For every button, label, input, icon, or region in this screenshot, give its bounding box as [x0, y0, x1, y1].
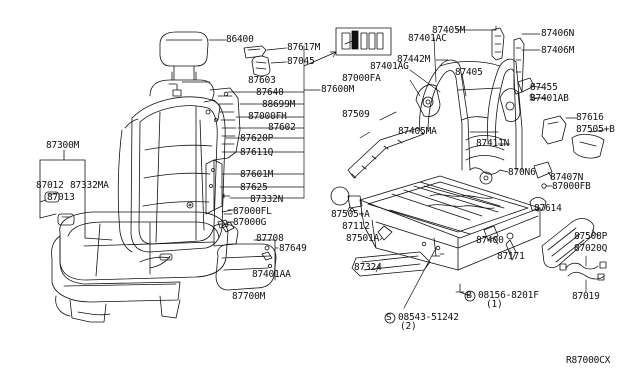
- callout-87332N: 87332N: [250, 194, 284, 205]
- callout-87300M: 87300M: [46, 140, 80, 151]
- headrest-group: [159, 31, 287, 81]
- callout-08543-qty: (2): [400, 321, 417, 332]
- callout-87625: 87625: [240, 182, 268, 193]
- callout-87455: 87455: [530, 82, 558, 93]
- callout-87505B: 87505+B: [576, 124, 615, 135]
- callout-87401AC: 87401AC: [408, 33, 447, 44]
- callout-08156-8201F: 08156-8201F: [478, 290, 539, 301]
- callout-87000FH: 87000FH: [248, 111, 287, 122]
- callout-87617M: 87617M: [287, 42, 321, 53]
- callout-87505A: 87505+A: [331, 209, 370, 220]
- callout-87442M: 87442M: [397, 54, 431, 65]
- callout-08156-qty: (1): [486, 299, 503, 310]
- callout-87112: 87112: [342, 221, 370, 232]
- bolt-symbol-b: B: [466, 291, 473, 301]
- callout-87611Q: 87611Q: [240, 147, 274, 158]
- callout-87501A: 87501A: [346, 233, 380, 244]
- callout-87406M: 87406M: [541, 45, 575, 56]
- callout-87411N: 87411N: [476, 138, 510, 149]
- callout-87401AB: 87401AB: [530, 93, 569, 104]
- callout-87708: 87708: [256, 233, 284, 244]
- callout-87045: 87045: [287, 56, 315, 67]
- callout-87616: 87616: [576, 112, 604, 123]
- seat-frame-illustration: [330, 27, 607, 293]
- callout-88699M: 88699M: [262, 99, 296, 110]
- back-frame-group: [168, 83, 241, 231]
- callout-87324: 87324: [354, 262, 382, 273]
- diagram-reference-code: R87000CX: [566, 355, 611, 366]
- callout-87601M: 87601M: [240, 169, 274, 180]
- callout-87332MA: 87332MA: [70, 180, 109, 191]
- callout-87602: 87602: [268, 122, 296, 133]
- bolt-symbol-s: S: [386, 313, 392, 323]
- callout-870N6: 870N6: [508, 167, 536, 178]
- callout-87405: 87405: [455, 67, 483, 78]
- callout-86400: 86400: [226, 34, 254, 45]
- callout-87000G: 87000G: [233, 217, 267, 228]
- complete-seat-illustration: [51, 71, 239, 323]
- callout-87013: 87013: [47, 192, 75, 203]
- callout-87405MA: 87405MA: [398, 126, 437, 137]
- fastener-symbols: [384, 290, 476, 324]
- callout-87019: 87019: [572, 291, 600, 302]
- callout-87400: 87400: [476, 235, 504, 246]
- callout-87600M: 87600M: [321, 84, 355, 95]
- callout-87405M: 87405M: [432, 25, 466, 36]
- callout-87649: 87649: [279, 243, 307, 254]
- leader-lines-right: [345, 25, 605, 309]
- callout-87171: 87171: [497, 251, 525, 262]
- armrest-group: [215, 213, 279, 291]
- callout-87020Q: 87020Q: [574, 243, 608, 254]
- callout-87700M: 87700M: [232, 291, 266, 302]
- callout-87401AG: 87401AG: [370, 61, 409, 72]
- callout-87640: 87640: [256, 87, 284, 98]
- connector-detail-box: [335, 27, 392, 56]
- callout-87620P: 87620P: [240, 133, 274, 144]
- callout-87000FB: 87000FB: [552, 181, 591, 192]
- callout-87603: 87603: [248, 75, 276, 86]
- callout-87012: 87012: [36, 180, 64, 191]
- callout-08543-51242: 08543-51242: [398, 312, 459, 323]
- leader-lines-center: [181, 45, 337, 223]
- callout-87000FL: 87000FL: [233, 206, 272, 217]
- callout-87406N: 87406N: [541, 28, 575, 39]
- callout-87508P: 87508P: [574, 231, 608, 242]
- lever-knob-parts: [39, 149, 113, 241]
- callout-87407N: 87407N: [550, 172, 584, 183]
- callout-87401AA: 87401AA: [252, 269, 291, 280]
- callout-87509: 87509: [342, 109, 370, 120]
- callout-87614: 87614: [534, 203, 562, 214]
- callout-87000FA: 87000FA: [342, 73, 381, 84]
